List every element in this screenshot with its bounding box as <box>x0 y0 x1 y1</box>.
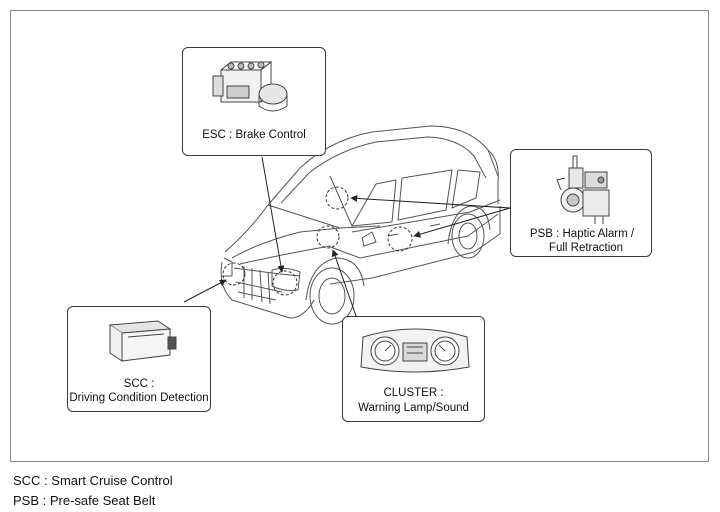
cluster-label-line1: CLUSTER : <box>383 387 444 399</box>
location-markers <box>222 186 413 296</box>
psb-label-line1: PSB : Haptic Alarm / <box>529 228 635 240</box>
abs-esc-module-icon <box>212 60 288 112</box>
legend-psb: PSB : Pre-safe Seat Belt <box>13 493 156 508</box>
marker-esc <box>272 270 298 296</box>
leader-psb-lower <box>413 207 511 238</box>
scc-label-line1: SCC : <box>123 378 155 390</box>
marker-psb-lower <box>387 226 413 252</box>
abbreviation-legend: SCC : Smart Cruise Control PSB : Pre-saf… <box>13 471 173 511</box>
diagram-frame <box>10 10 709 462</box>
leader-lines <box>183 156 511 317</box>
leader-esc <box>261 156 285 273</box>
marker-cluster <box>316 225 340 249</box>
legend-scc: SCC : Smart Cruise Control <box>13 473 173 488</box>
leader-cluster <box>331 249 357 317</box>
instrument-cluster-icon <box>360 328 470 373</box>
car-body-outline <box>220 125 501 325</box>
cluster-callout: CLUSTER : Warning Lamp/Sound <box>342 316 485 422</box>
scc-label-line2: Driving Condition Detection <box>69 392 209 404</box>
psb-callout: PSB : Haptic Alarm / Full Retraction <box>510 149 652 257</box>
scc-callout: SCC : Driving Condition Detection <box>67 306 211 412</box>
radar-sensor-icon <box>108 320 177 362</box>
cluster-label-line2: Warning Lamp/Sound <box>358 402 469 414</box>
leader-psb-upper <box>350 194 511 209</box>
leader-scc <box>183 279 227 303</box>
seat-belt-pretensioner-icon <box>556 155 610 224</box>
esc-callout: ESC : Brake Control <box>182 47 326 156</box>
psb-label-line2: Full Retraction <box>548 242 624 254</box>
marker-psb-upper <box>325 186 349 210</box>
marker-scc <box>222 262 246 286</box>
esc-label: ESC : Brake Control <box>202 129 306 141</box>
